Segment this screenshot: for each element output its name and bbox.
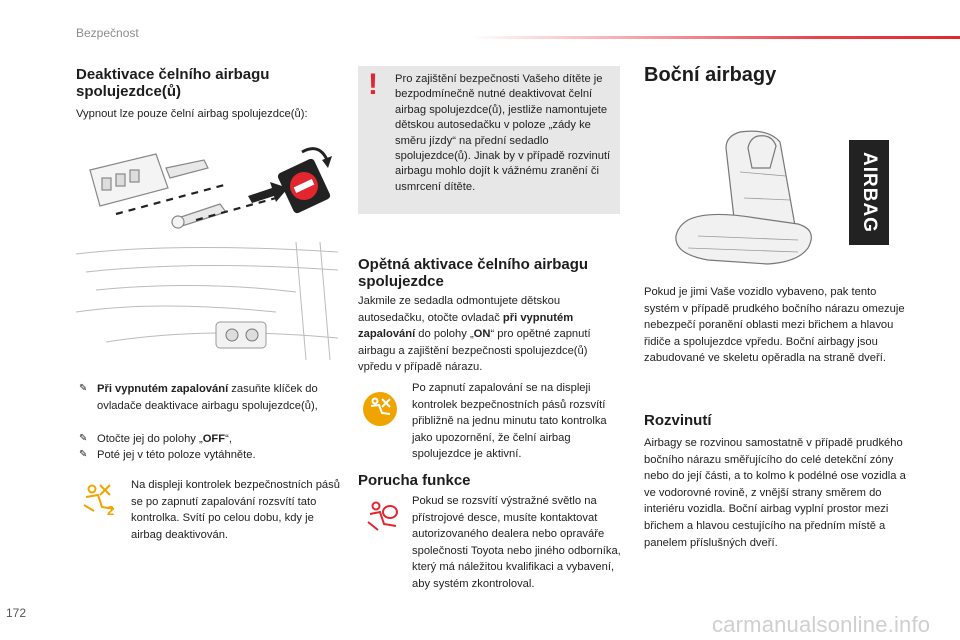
deactivated-indicator-note: Na displeji kontrolek bezpečnostních pás… — [131, 479, 340, 541]
deployment-title: Rozvinutí — [644, 412, 712, 429]
bullet-icon: ✎ — [79, 433, 88, 444]
step-2: ✎ Otočte jej do polohy „OFF“, — [79, 431, 337, 448]
svg-text:2: 2 — [107, 503, 114, 517]
side-airbags-title: Boční airbagy — [644, 64, 777, 86]
exclamation-icon: ! — [368, 68, 378, 101]
fault-text: Pokud se rozsvítí výstražné světlo na př… — [412, 495, 621, 590]
airbag-off-switch-icon — [277, 158, 331, 214]
bullet-icon: ✎ — [79, 383, 88, 394]
warning-box: ! Pro zajištění bezpečnosti Vašeho dítět… — [358, 66, 620, 214]
reactivation-title: Opětná aktivace čelního airbagu spolujez… — [358, 256, 589, 290]
deployment-text: Airbagy se rozvinou samostatně v případě… — [644, 437, 906, 549]
warning-text: Pro zajištění bezpečnosti Vašeho dítěte … — [395, 73, 611, 193]
dashboard-switch-illustration — [76, 242, 338, 360]
airbag-fault-icon — [367, 501, 398, 531]
activated-indicator-note: Po zapnutí zapalování se na displeji kon… — [412, 382, 607, 461]
header-accent-line — [470, 36, 960, 39]
watermark: carmanualsonline.info — [712, 612, 931, 637]
deactivation-intro: Vypnout lze pouze čelní airbag spolujezd… — [76, 108, 308, 120]
side-airbags-description: Pokud je jimi Vaše vozidlo vybaveno, pak… — [644, 286, 905, 365]
insert-arrow-icon — [248, 182, 288, 203]
fault-title: Porucha funkce — [358, 472, 471, 489]
page-number: 172 — [6, 606, 27, 620]
reactivation-text: Jakmile ze sedadla odmontujete dětskou a… — [358, 295, 591, 374]
deactivation-title: Deaktivace čelního airbagu spolujezdce(ů… — [76, 66, 270, 100]
step-1: ✎ Při vypnutém zapalování zasuňte klíček… — [79, 383, 318, 412]
bullet-icon: ✎ — [79, 449, 88, 460]
passenger-airbag-on-icon — [363, 392, 397, 426]
seat-illustration — [675, 130, 812, 265]
airbag-label: AIRBAG — [849, 140, 889, 245]
section-header: Bezpečnost — [76, 26, 139, 40]
key-illustration — [89, 147, 332, 229]
passenger-airbag-off-icon: 2 — [83, 484, 114, 517]
step-3: ✎ Poté jej v této poloze vytáhněte. — [79, 447, 337, 464]
